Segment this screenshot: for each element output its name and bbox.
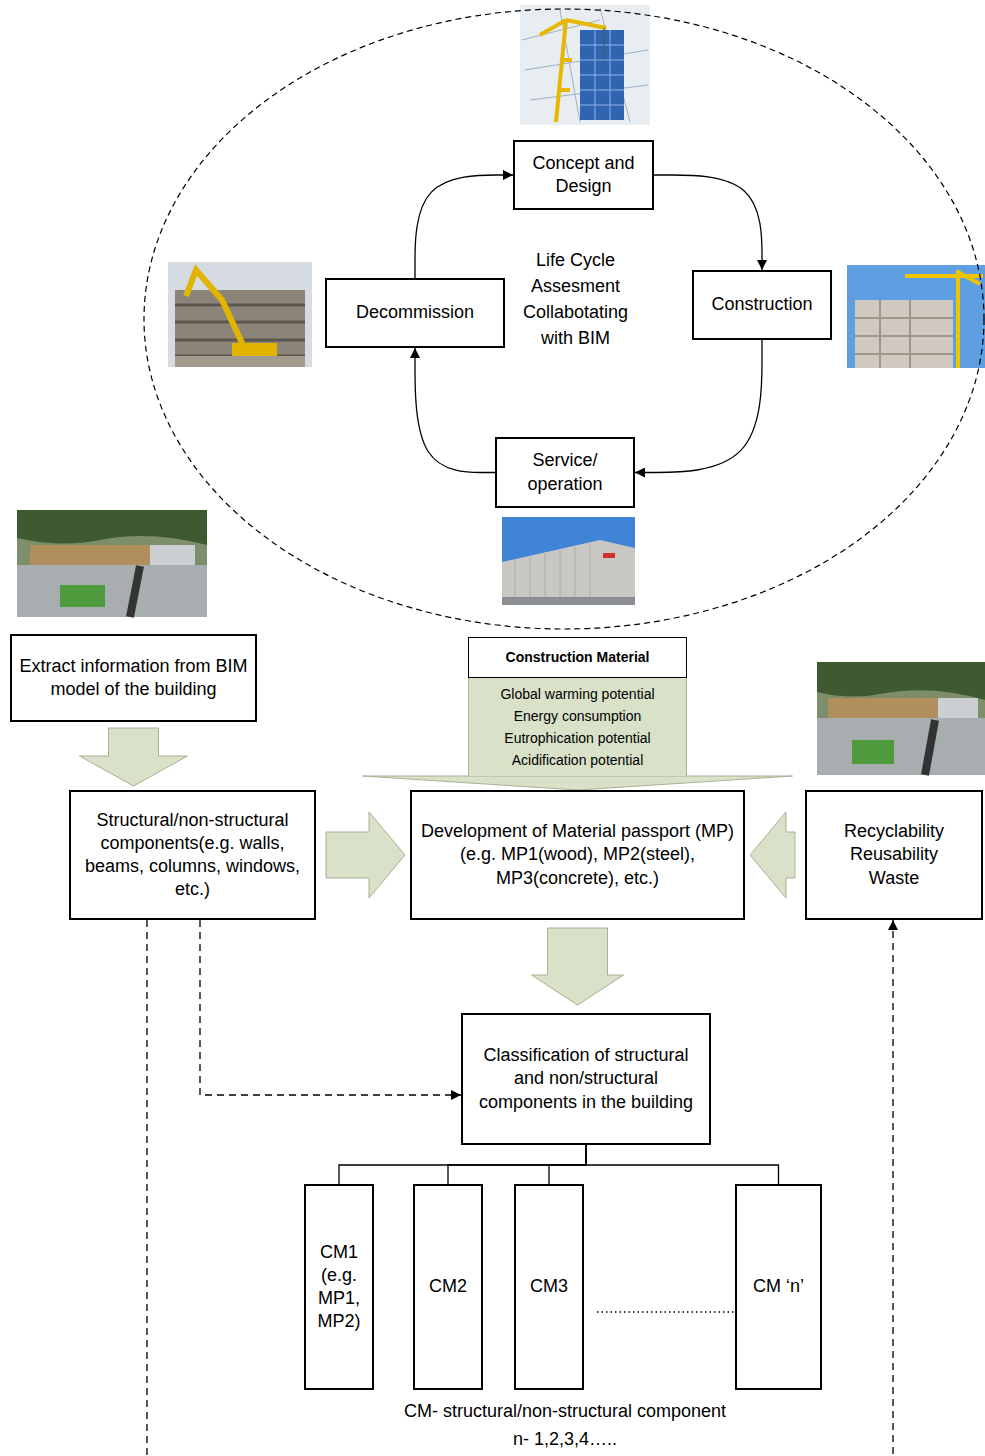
photo-detail [502,540,635,605]
photo-detail [515,544,590,600]
demolition-photo [168,262,312,367]
photo-detail [502,597,635,605]
photo-detail [580,30,624,120]
design-photo [520,5,650,125]
tree-connector [448,1145,586,1184]
node-text: Classification of structural and non/str… [469,1044,703,1113]
node-text: Service/ operation [503,449,627,495]
component-column: CM ‘n’ [735,1184,822,1390]
photo-detail [817,662,985,700]
photo-detail [855,300,953,368]
flow-arrow [415,175,513,278]
photo-detail [603,553,615,558]
process-box: Extract information from BIM model of th… [10,634,257,722]
node-text: CM ‘n’ [753,1275,804,1298]
flow-arrow [200,920,461,1095]
node-text: Recyclability [844,820,944,843]
component-column: CM1 (e.g. MP1, MP2) [304,1184,374,1390]
photo-detail [852,740,894,764]
node-text: Acidification potential [512,749,644,771]
photo-detail [905,270,983,368]
photo-detail [168,262,312,367]
photo-detail [130,566,140,617]
block-arrow [80,728,188,786]
site-aerial-photo [17,510,207,617]
tree-connector [549,1145,586,1184]
photo-detail [175,290,305,367]
photo-detail [817,662,985,775]
block-arrow [532,928,624,1005]
photo-detail [817,718,985,775]
label-slot: CM- structural/non-structural component [345,1399,785,1423]
material-header-box: Construction Material [468,637,687,678]
continuation-dots [597,1311,735,1313]
photo-detail [828,698,938,718]
photo-detail [30,545,150,565]
flow-arrow [147,920,893,1456]
passport-box: Development of Material passport (MP) (e… [410,790,745,920]
photo-detail [580,30,624,120]
phase-box: Construction [692,270,832,340]
photo-detail [520,5,650,125]
service-photo [502,517,635,605]
photo-detail [522,8,648,122]
node-text: Eutrophication potential [504,727,650,749]
photo-detail [502,517,635,605]
photo-detail [17,565,207,617]
node-text: Energy consumption [514,705,642,727]
classification-box: Classification of structural and non/str… [461,1013,711,1145]
phase-box: Decommission [325,278,505,348]
photo-detail [60,585,105,607]
photo-detail [604,28,605,60]
node-text: Structural/non-structural components(e.g… [77,809,308,901]
node-text: Construction [711,293,812,316]
photo-detail [540,20,606,122]
tree-connector [586,1145,779,1184]
component-box: Structural/non-structural components(e.g… [69,790,316,920]
photo-detail [17,510,207,617]
flow-arrow [415,348,495,473]
photo-detail [847,265,985,368]
node-text: CM1 (e.g. MP1, MP2) [310,1241,368,1333]
end-of-life-box: RecyclabilityReusabilityWaste [805,790,983,920]
node-text: Waste [869,867,919,890]
lifecycle-ellipse: Life Cycle Assesment Collabotating with … [143,8,985,630]
phase-box: Concept and Design [513,140,654,210]
photo-detail [175,356,305,367]
legend-note: n- 1,2,3,4….. [345,1427,785,1451]
node-text: CM2 [429,1275,467,1298]
site-aerial-photo [817,662,985,775]
node-text: Development of Material passport (MP) (e… [418,820,737,889]
tree-connector [339,1145,586,1184]
node-text: Construction Material [506,649,650,667]
node-text: Decommission [356,301,474,324]
cycle-center-text: Life Cycle Assesment Collabotating with … [508,247,643,351]
legend-note: CM- structural/non-structural component [345,1399,785,1423]
node-text: Global warming potential [500,683,654,705]
photo-detail [17,510,207,545]
block-arrow [326,812,405,898]
component-column: CM2 [413,1184,483,1390]
node-text: Concept and Design [521,152,646,198]
node-text: Reusability [850,843,938,866]
block-arrow [363,776,793,790]
construction-photo [847,265,985,368]
node-text: CM3 [530,1275,568,1298]
impact-band: Global warming potentialEnergy consumpti… [468,678,687,776]
photo-detail [855,300,953,368]
photo-detail [925,720,935,775]
block-arrow [750,812,795,898]
flow-arrow [654,175,762,270]
flow-arrow [635,340,762,473]
node-text: Extract information from BIM model of th… [18,655,249,701]
label-slot: n- 1,2,3,4….. [345,1427,785,1451]
component-column: CM3 [514,1184,584,1390]
phase-box: Service/ operation [495,437,635,508]
dashed-ellipse [144,9,984,629]
